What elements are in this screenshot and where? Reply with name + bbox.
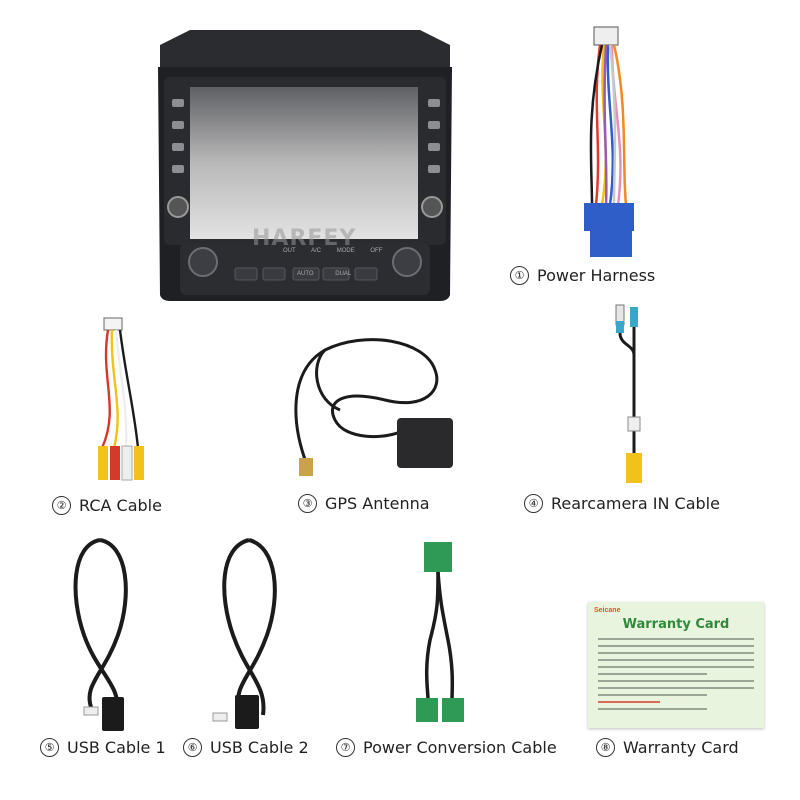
label-ac: A/C [311,248,322,254]
caption-label: Power Conversion Cable [363,738,557,757]
rearcamera-cable-image [612,304,652,485]
caption-rca-cable: ② RCA Cable [52,496,162,515]
power-harness-image [572,25,652,260]
stereo-knob-labels: OUT A/C MODE OFF [283,248,382,254]
caption-number: ④ [524,494,543,513]
stereo-button-labels: AUTO DUAL [297,271,351,277]
caption-label: USB Cable 1 [67,738,166,757]
caption-rearcamera-cable: ④ Rearcamera IN Cable [524,494,720,513]
brand-watermark: HARFEY [252,226,357,251]
label-auto: AUTO [297,271,314,277]
caption-label: Rearcamera IN Cable [551,494,720,513]
caption-warranty-card: ⑧ Warranty Card [596,738,739,757]
caption-number: ② [52,496,71,515]
warranty-brand: Seicane [594,607,621,614]
caption-usb-cable-1: ⑤ USB Cable 1 [40,738,166,757]
caption-number: ③ [298,494,317,513]
car-stereo-head-unit [150,25,460,305]
label-off: OFF [370,248,383,254]
caption-gps-antenna: ③ GPS Antenna [298,494,430,513]
label-mode: MODE [336,248,355,254]
caption-label: USB Cable 2 [210,738,309,757]
caption-label: Warranty Card [623,738,739,757]
label-out: OUT [283,248,296,254]
caption-number: ⑤ [40,738,59,757]
power-conversion-cable-image [410,540,470,725]
gps-antenna-image [285,330,460,480]
caption-power-conversion-cable: ⑦ Power Conversion Cable [336,738,557,757]
caption-label: RCA Cable [79,496,162,515]
warranty-card-image: Seicane Warranty Card [588,602,764,728]
caption-power-harness: ① Power Harness [510,266,655,285]
caption-usb-cable-2: ⑥ USB Cable 2 [183,738,309,757]
caption-number: ① [510,266,529,285]
label-dual: DUAL [335,271,352,277]
caption-label: Power Harness [537,266,656,285]
caption-number: ⑦ [336,738,355,757]
usb-cable-1-image [62,535,142,735]
rca-cable-image [90,317,150,493]
caption-number: ⑧ [596,738,615,757]
caption-label: GPS Antenna [325,494,430,513]
caption-number: ⑥ [183,738,202,757]
usb-cable-2-image [205,535,290,735]
warranty-text-lines [598,638,754,715]
warranty-title: Warranty Card [622,617,730,632]
